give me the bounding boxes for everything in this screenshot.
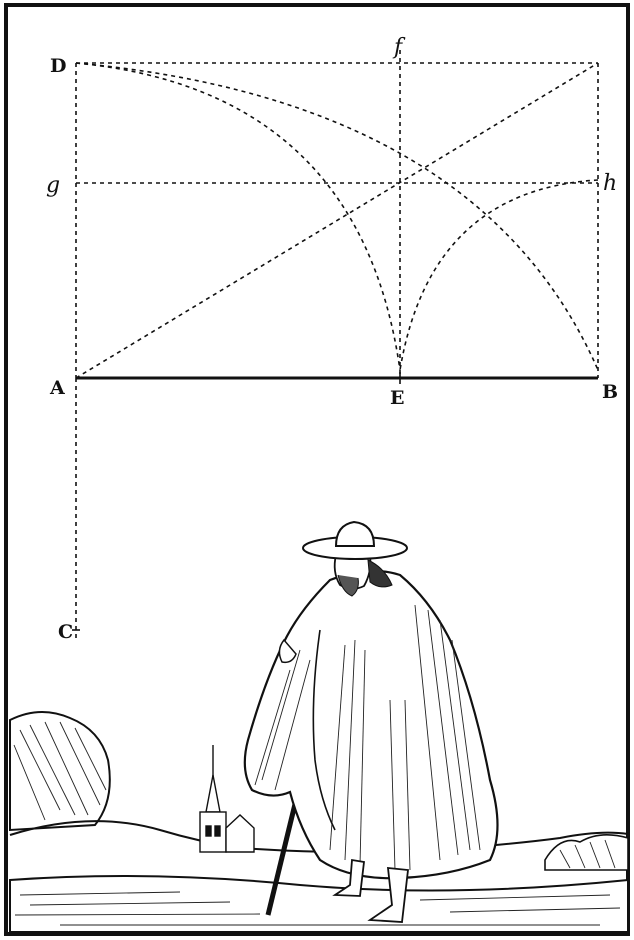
label-A: A — [49, 377, 65, 399]
cloak — [243, 569, 499, 880]
right-shrub — [544, 834, 629, 871]
label-D: D — [50, 55, 66, 77]
foreground-ground — [9, 875, 629, 933]
church-spire — [199, 745, 255, 853]
diagonal-A-B-corner — [75, 62, 599, 379]
label-B: B — [602, 381, 618, 403]
leg-left — [332, 858, 365, 897]
label-g: g — [46, 173, 60, 198]
label-h: h — [603, 171, 617, 196]
cloaked-man — [243, 520, 499, 923]
hand — [278, 638, 297, 664]
cloak-fold — [312, 629, 336, 831]
label-f: f — [392, 35, 406, 60]
plate-border — [4, 3, 630, 936]
geometric-diagram: D f g h A E B C — [46, 35, 618, 643]
left-bush — [9, 710, 111, 832]
landscape — [9, 710, 629, 933]
label-C: C — [58, 621, 73, 643]
walking-staff — [265, 799, 299, 916]
arc-D-E — [75, 62, 401, 371]
label-E: E — [390, 387, 404, 409]
beard — [337, 574, 359, 597]
arc-h-E — [399, 179, 599, 371]
leg-right — [367, 866, 409, 923]
arc-D-B — [75, 62, 599, 371]
hat-crown — [334, 520, 376, 547]
hair — [367, 559, 393, 588]
